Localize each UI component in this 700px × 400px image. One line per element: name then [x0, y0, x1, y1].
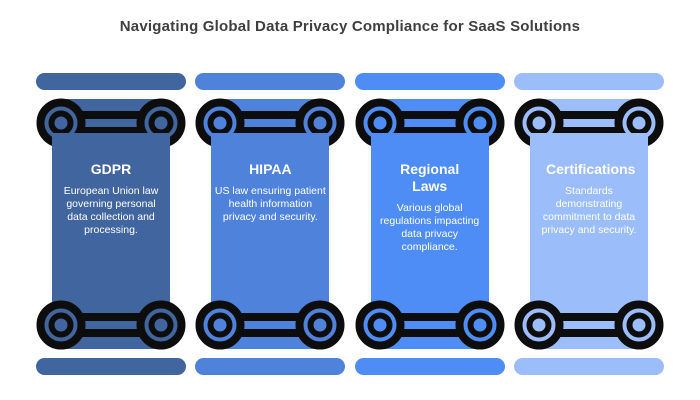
diagram-title: Navigating Global Data Privacy Complianc…: [119, 18, 581, 35]
greek-column-icon: [195, 73, 346, 375]
greek-column-icon: [36, 73, 186, 375]
pillar-title: Certifications: [545, 161, 636, 177]
greek-column-icon: [513, 73, 664, 375]
pillar-hipaa: HIPAA US law ensuring patient health inf…: [195, 73, 346, 375]
pillar-content: HIPAA US law ensuring patient health inf…: [211, 161, 329, 224]
pillar-content: Certifications Standards demonstrating c…: [530, 161, 648, 237]
pillar-title: HIPAA: [249, 161, 292, 177]
pillar-row: GDPR European Union law governing person…: [36, 73, 664, 375]
greek-column-icon: [354, 73, 505, 375]
pillar-certifications: Certifications Standards demonstrating c…: [513, 73, 664, 375]
pillar-content: GDPR European Union law governing person…: [52, 161, 170, 237]
pillar-description: European Union law governing personal da…: [63, 185, 159, 236]
pillar-gdpr: GDPR European Union law governing person…: [36, 73, 186, 375]
pillar-description: US law ensuring patient health informati…: [214, 185, 326, 223]
pillar-description: Various global regulations impacting dat…: [380, 202, 480, 253]
pillar-title: Regional Laws: [400, 161, 460, 194]
pillar-title: GDPR: [90, 161, 132, 177]
pillar-regional-laws: Regional Laws Various global regulations…: [354, 73, 505, 375]
pillar-description: Standards demonstrating commitment to da…: [541, 185, 637, 236]
pillar-content: Regional Laws Various global regulations…: [371, 161, 489, 254]
